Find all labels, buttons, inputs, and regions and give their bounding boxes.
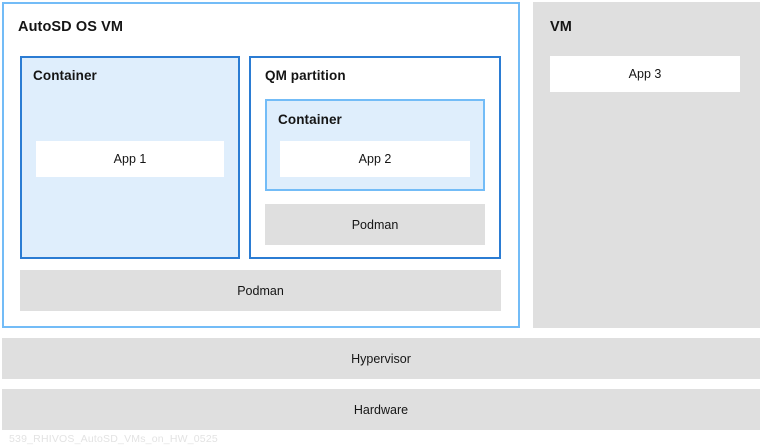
hardware-band — [2, 389, 760, 430]
autosd-podman-band — [20, 270, 501, 311]
qm-container-title: Container — [278, 112, 342, 127]
autosd-os-vm-title: AutoSD OS VM — [18, 19, 124, 35]
app2-label: App 2 — [358, 152, 392, 166]
hardware-label: Hardware — [353, 402, 409, 417]
qm-podman-band — [265, 204, 485, 245]
hypervisor-band — [2, 338, 760, 379]
app1-label: App 1 — [113, 152, 147, 166]
qm-podman-label: Podman — [351, 217, 399, 232]
vm-title: VM — [550, 19, 572, 35]
app3-label: App 3 — [628, 67, 662, 81]
app3-chip — [550, 56, 740, 92]
hypervisor-label: Hypervisor — [351, 351, 411, 366]
vm-frame — [533, 2, 760, 328]
app2-chip — [280, 141, 470, 177]
autosd-podman-label: Podman — [237, 283, 284, 298]
qm-partition-title: QM partition — [265, 68, 346, 83]
app1-chip — [36, 141, 224, 177]
autosd-container-title: Container — [33, 68, 97, 83]
diagram-caption-watermark: 539_RHIVOS_AutoSD_VMs_on_HW_0525 — [9, 433, 218, 445]
